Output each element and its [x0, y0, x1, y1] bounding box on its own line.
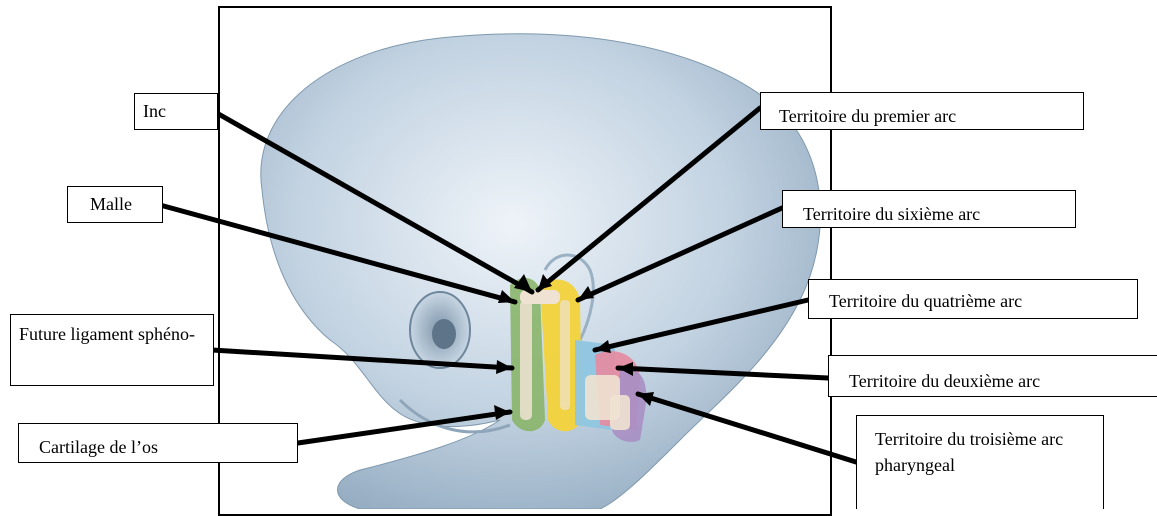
label-future-ligament: Future ligament sphéno-	[10, 314, 214, 386]
label-sixieme-arc: Territoire du sixième arc	[782, 190, 1076, 228]
label-malle: Malle	[67, 186, 163, 223]
label-premier-arc: Territoire du premier arc	[760, 92, 1084, 130]
label-deuxieme-arc: Territoire du deuxième arc	[828, 355, 1157, 397]
label-inc: Inc	[134, 93, 218, 130]
label-troisieme-arc: Territoire du troisième arc pharyngeal	[856, 415, 1104, 509]
label-quatrieme-arc: Territoire du quatrième arc	[808, 279, 1138, 319]
label-cartilage: Cartilage de l’os	[18, 423, 298, 463]
